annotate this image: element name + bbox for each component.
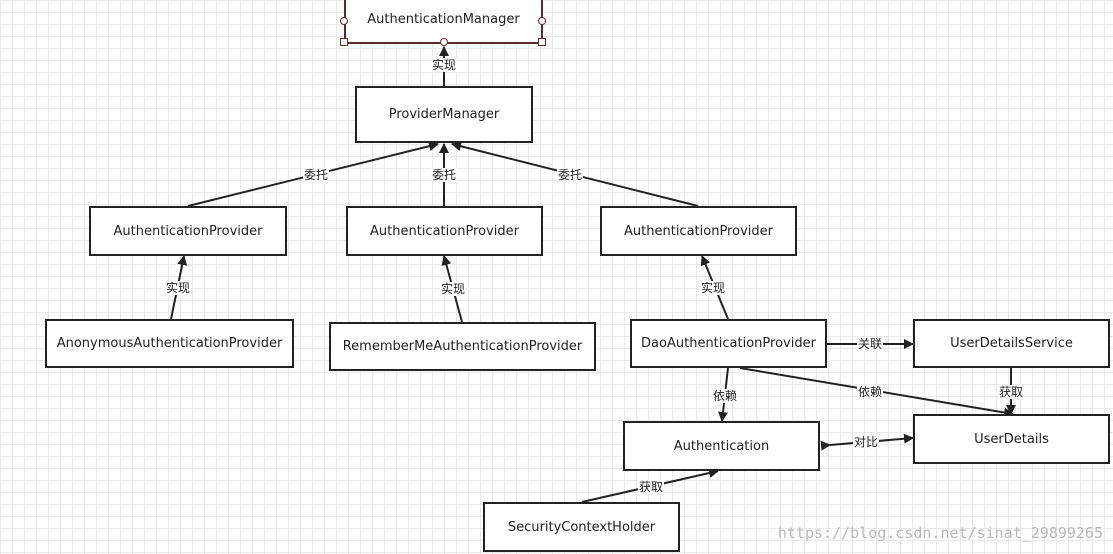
node-user-details-service-label: UserDetailsService [950, 336, 1073, 351]
node-dao-provider-label: DaoAuthenticationProvider [641, 336, 816, 351]
edge-label-dao-implements: 实现 [699, 281, 727, 295]
edge-label-delegate-left: 委托 [302, 168, 330, 182]
node-provider-manager-label: ProviderManager [388, 107, 500, 122]
resize-handle-right[interactable] [538, 17, 546, 25]
node-user-details[interactable]: UserDetails [913, 414, 1110, 464]
edge-label-sch-gets-auth: 获取 [637, 480, 665, 494]
edge-label-rememberme-implements: 实现 [439, 282, 467, 296]
edge-label-delegate-mid: 委托 [430, 168, 458, 182]
node-authentication-label: Authentication [673, 438, 770, 454]
watermark: https://blog.csdn.net/sinat_29899265 [777, 524, 1103, 542]
node-dao-provider[interactable]: DaoAuthenticationProvider [630, 319, 827, 368]
edge-label-pm-implements-am: 实现 [430, 58, 458, 72]
node-auth-provider-right[interactable]: AuthenticationProvider [600, 206, 797, 256]
node-auth-provider-right-label: AuthenticationProvider [624, 223, 773, 239]
resize-handle-left[interactable] [340, 17, 348, 25]
node-user-details-label: UserDetails [974, 431, 1049, 447]
node-provider-manager[interactable]: ProviderManager [355, 86, 533, 143]
edge-label-dao-depends-ud: 依赖 [856, 385, 884, 399]
edge-label-dao-depends-auth: 依赖 [711, 389, 739, 403]
node-user-details-service[interactable]: UserDetailsService [913, 319, 1110, 368]
node-auth-provider-mid[interactable]: AuthenticationProvider [346, 206, 543, 256]
node-auth-provider-mid-label: AuthenticationProvider [370, 223, 519, 239]
edge-label-uds-gets-ud: 获取 [997, 385, 1025, 399]
node-security-context-holder-label: SecurityContextHolder [507, 519, 656, 535]
node-auth-provider-left-label: AuthenticationProvider [113, 223, 263, 239]
edge-label-dao-associates-uds: 关联 [856, 337, 884, 351]
node-security-context-holder[interactable]: SecurityContextHolder [483, 502, 680, 552]
node-rememberme-provider[interactable]: RememberMeAuthenticationProvider [329, 322, 596, 371]
resize-handle-bottom-left[interactable] [340, 38, 348, 46]
node-anonymous-provider-label: AnonymousAuthenticationProvider [56, 336, 283, 351]
node-auth-provider-left[interactable]: AuthenticationProvider [89, 206, 287, 256]
node-authentication-manager-label: AuthenticationManager [367, 11, 520, 27]
node-anonymous-provider[interactable]: AnonymousAuthenticationProvider [45, 319, 294, 368]
node-authentication[interactable]: Authentication [623, 421, 820, 471]
node-rememberme-provider-label: RememberMeAuthenticationProvider [342, 339, 583, 354]
resize-handle-bottom-right[interactable] [538, 38, 546, 46]
edge-label-auth-compares-ud: 对比 [852, 435, 880, 449]
resize-handle-bottom[interactable] [440, 38, 448, 46]
edge-label-delegate-right: 委托 [556, 168, 584, 182]
edge-label-anonymous-implements: 实现 [164, 281, 192, 295]
